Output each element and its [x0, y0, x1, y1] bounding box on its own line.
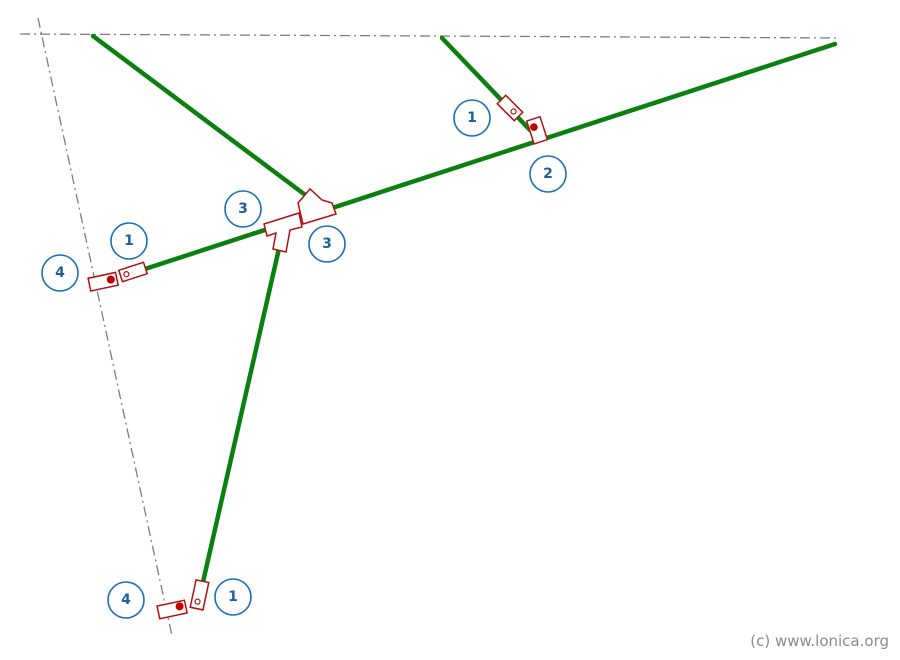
- fitting-bottom-1: [189, 578, 210, 611]
- svg-text:1: 1: [124, 233, 134, 249]
- tee-fitting-upper: [297, 187, 337, 225]
- callout-top-right-2: 2: [529, 155, 567, 193]
- pipe-main: [142, 41, 838, 272]
- svg-text:3: 3: [322, 236, 332, 252]
- callout-tee-lower-3: 3: [308, 225, 346, 263]
- svg-text:2: 2: [543, 166, 553, 182]
- callout-bottom-1: 1: [214, 578, 252, 616]
- svg-text:4: 4: [55, 265, 65, 281]
- fitting-top-right-2: [525, 115, 549, 145]
- fitting-bottom-4: [156, 599, 189, 620]
- tee-fitting-lower: [263, 212, 303, 253]
- callout-bottom-4: 4: [107, 581, 145, 619]
- pipe-vertical-branch: [200, 241, 283, 585]
- svg-text:1: 1: [228, 589, 238, 605]
- fitting-left-4: [87, 271, 120, 292]
- pipe-top-left-branch: [90, 33, 315, 203]
- copyright-notice: (c) www.lonica.org: [750, 632, 889, 650]
- boundary-line-top: [19, 33, 841, 39]
- callout-tee-upper-3: 3: [224, 190, 262, 228]
- callout-left-1: 1: [110, 222, 148, 260]
- svg-text:4: 4: [121, 592, 131, 608]
- callout-top-right-1: 1: [453, 99, 491, 137]
- boundary-line-left: [37, 17, 173, 637]
- svg-text:1: 1: [467, 110, 477, 126]
- fitting-top-right-1: [496, 94, 524, 122]
- svg-text:3: 3: [238, 201, 248, 217]
- callout-left-4: 4: [41, 254, 79, 292]
- fitting-left-1: [117, 261, 149, 283]
